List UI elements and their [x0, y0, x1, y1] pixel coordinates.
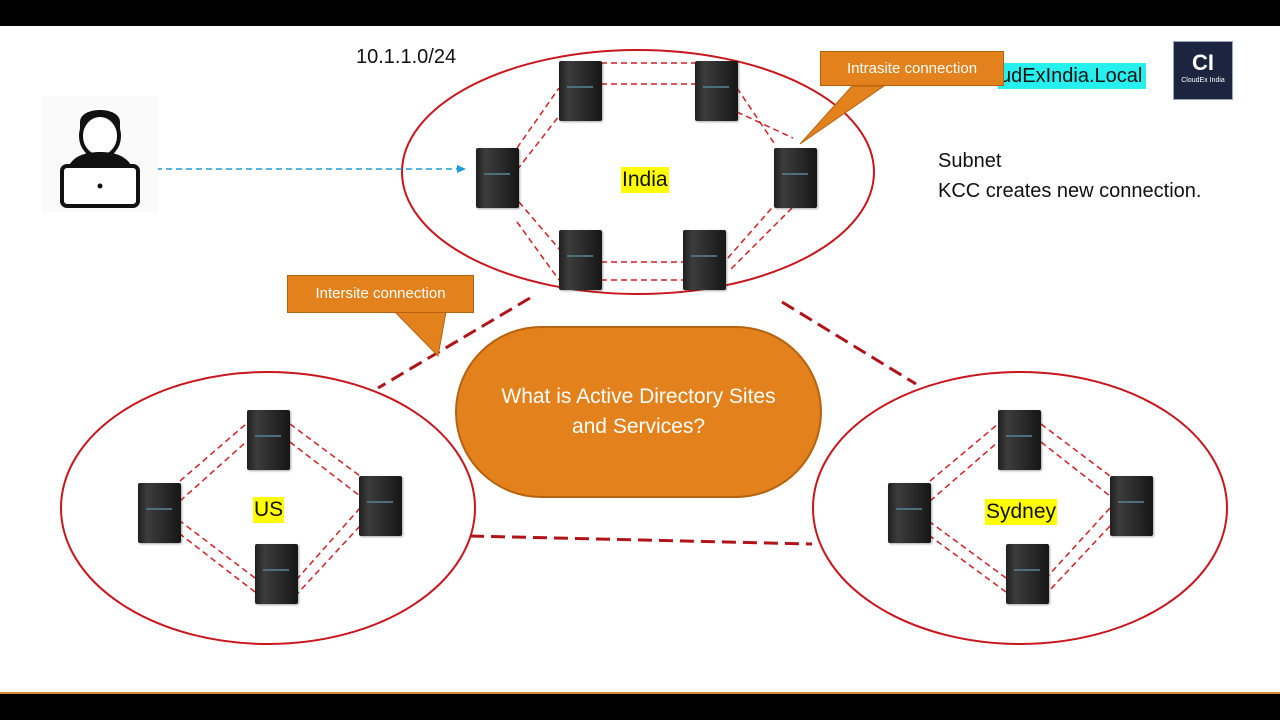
server-icon: [559, 61, 602, 121]
intersite-callout: Intersite connection: [287, 275, 474, 313]
server-icon: [359, 476, 402, 536]
intrasite-callout-pointer: [799, 85, 886, 145]
user-connection-arrow: [156, 165, 466, 173]
intersite-link-india-sydney: [781, 300, 917, 386]
site-label-us: US: [253, 497, 285, 523]
intrasite-links-india: [516, 62, 794, 281]
cloudex-logo: CI CloudEx India: [1173, 41, 1233, 100]
server-icon: [247, 410, 290, 470]
intersite-link-india-us: [377, 296, 531, 390]
site-sydney-boundary: [812, 371, 1228, 645]
question-line-1: What is Active Directory Sites: [501, 385, 776, 408]
server-icon: [476, 148, 519, 208]
slide: 10.1.1.0/24 udExIndia.Local Intrasite co…: [0, 26, 1280, 692]
info-subnet-text: Subnet: [938, 150, 1002, 172]
server-icon: [559, 230, 602, 290]
subnet-label: 10.1.1.0/24: [356, 46, 457, 68]
server-icon: [255, 544, 298, 604]
site-us-boundary: [60, 371, 476, 645]
server-icon: [1006, 544, 1049, 604]
intrasite-links-us: [179, 423, 361, 595]
intrasite-links-sydney: [929, 423, 1111, 593]
question-line-2: and Services?: [571, 415, 706, 438]
network-diagram: [60, 49, 1228, 645]
server-icon: [695, 61, 738, 121]
intersite-link-us-sydney: [469, 534, 813, 546]
question-pill: What is Active Directory Sites and Servi…: [455, 326, 822, 498]
server-icon: [888, 483, 931, 543]
logo-name: CloudEx India: [1181, 77, 1225, 84]
site-india-boundary: [401, 49, 875, 295]
intersite-links: [377, 296, 917, 546]
server-icon: [683, 230, 726, 290]
server-icon: [774, 148, 817, 208]
server-icon: [138, 483, 181, 543]
domain-label: udExIndia.Local: [998, 63, 1147, 89]
bottom-accent-line: [0, 692, 1280, 694]
intrasite-callout: Intrasite connection: [820, 51, 1004, 86]
intersite-callout-pointer: [393, 311, 447, 358]
info-kcc-text: KCC creates new connection.: [938, 180, 1202, 202]
site-label-india: India: [621, 167, 669, 193]
server-icon: [1110, 476, 1153, 536]
site-label-sydney: Sydney: [985, 499, 1058, 525]
user-with-laptop-icon: [42, 96, 158, 212]
server-icon: [998, 410, 1041, 470]
logo-mark: CI: [1192, 50, 1214, 75]
